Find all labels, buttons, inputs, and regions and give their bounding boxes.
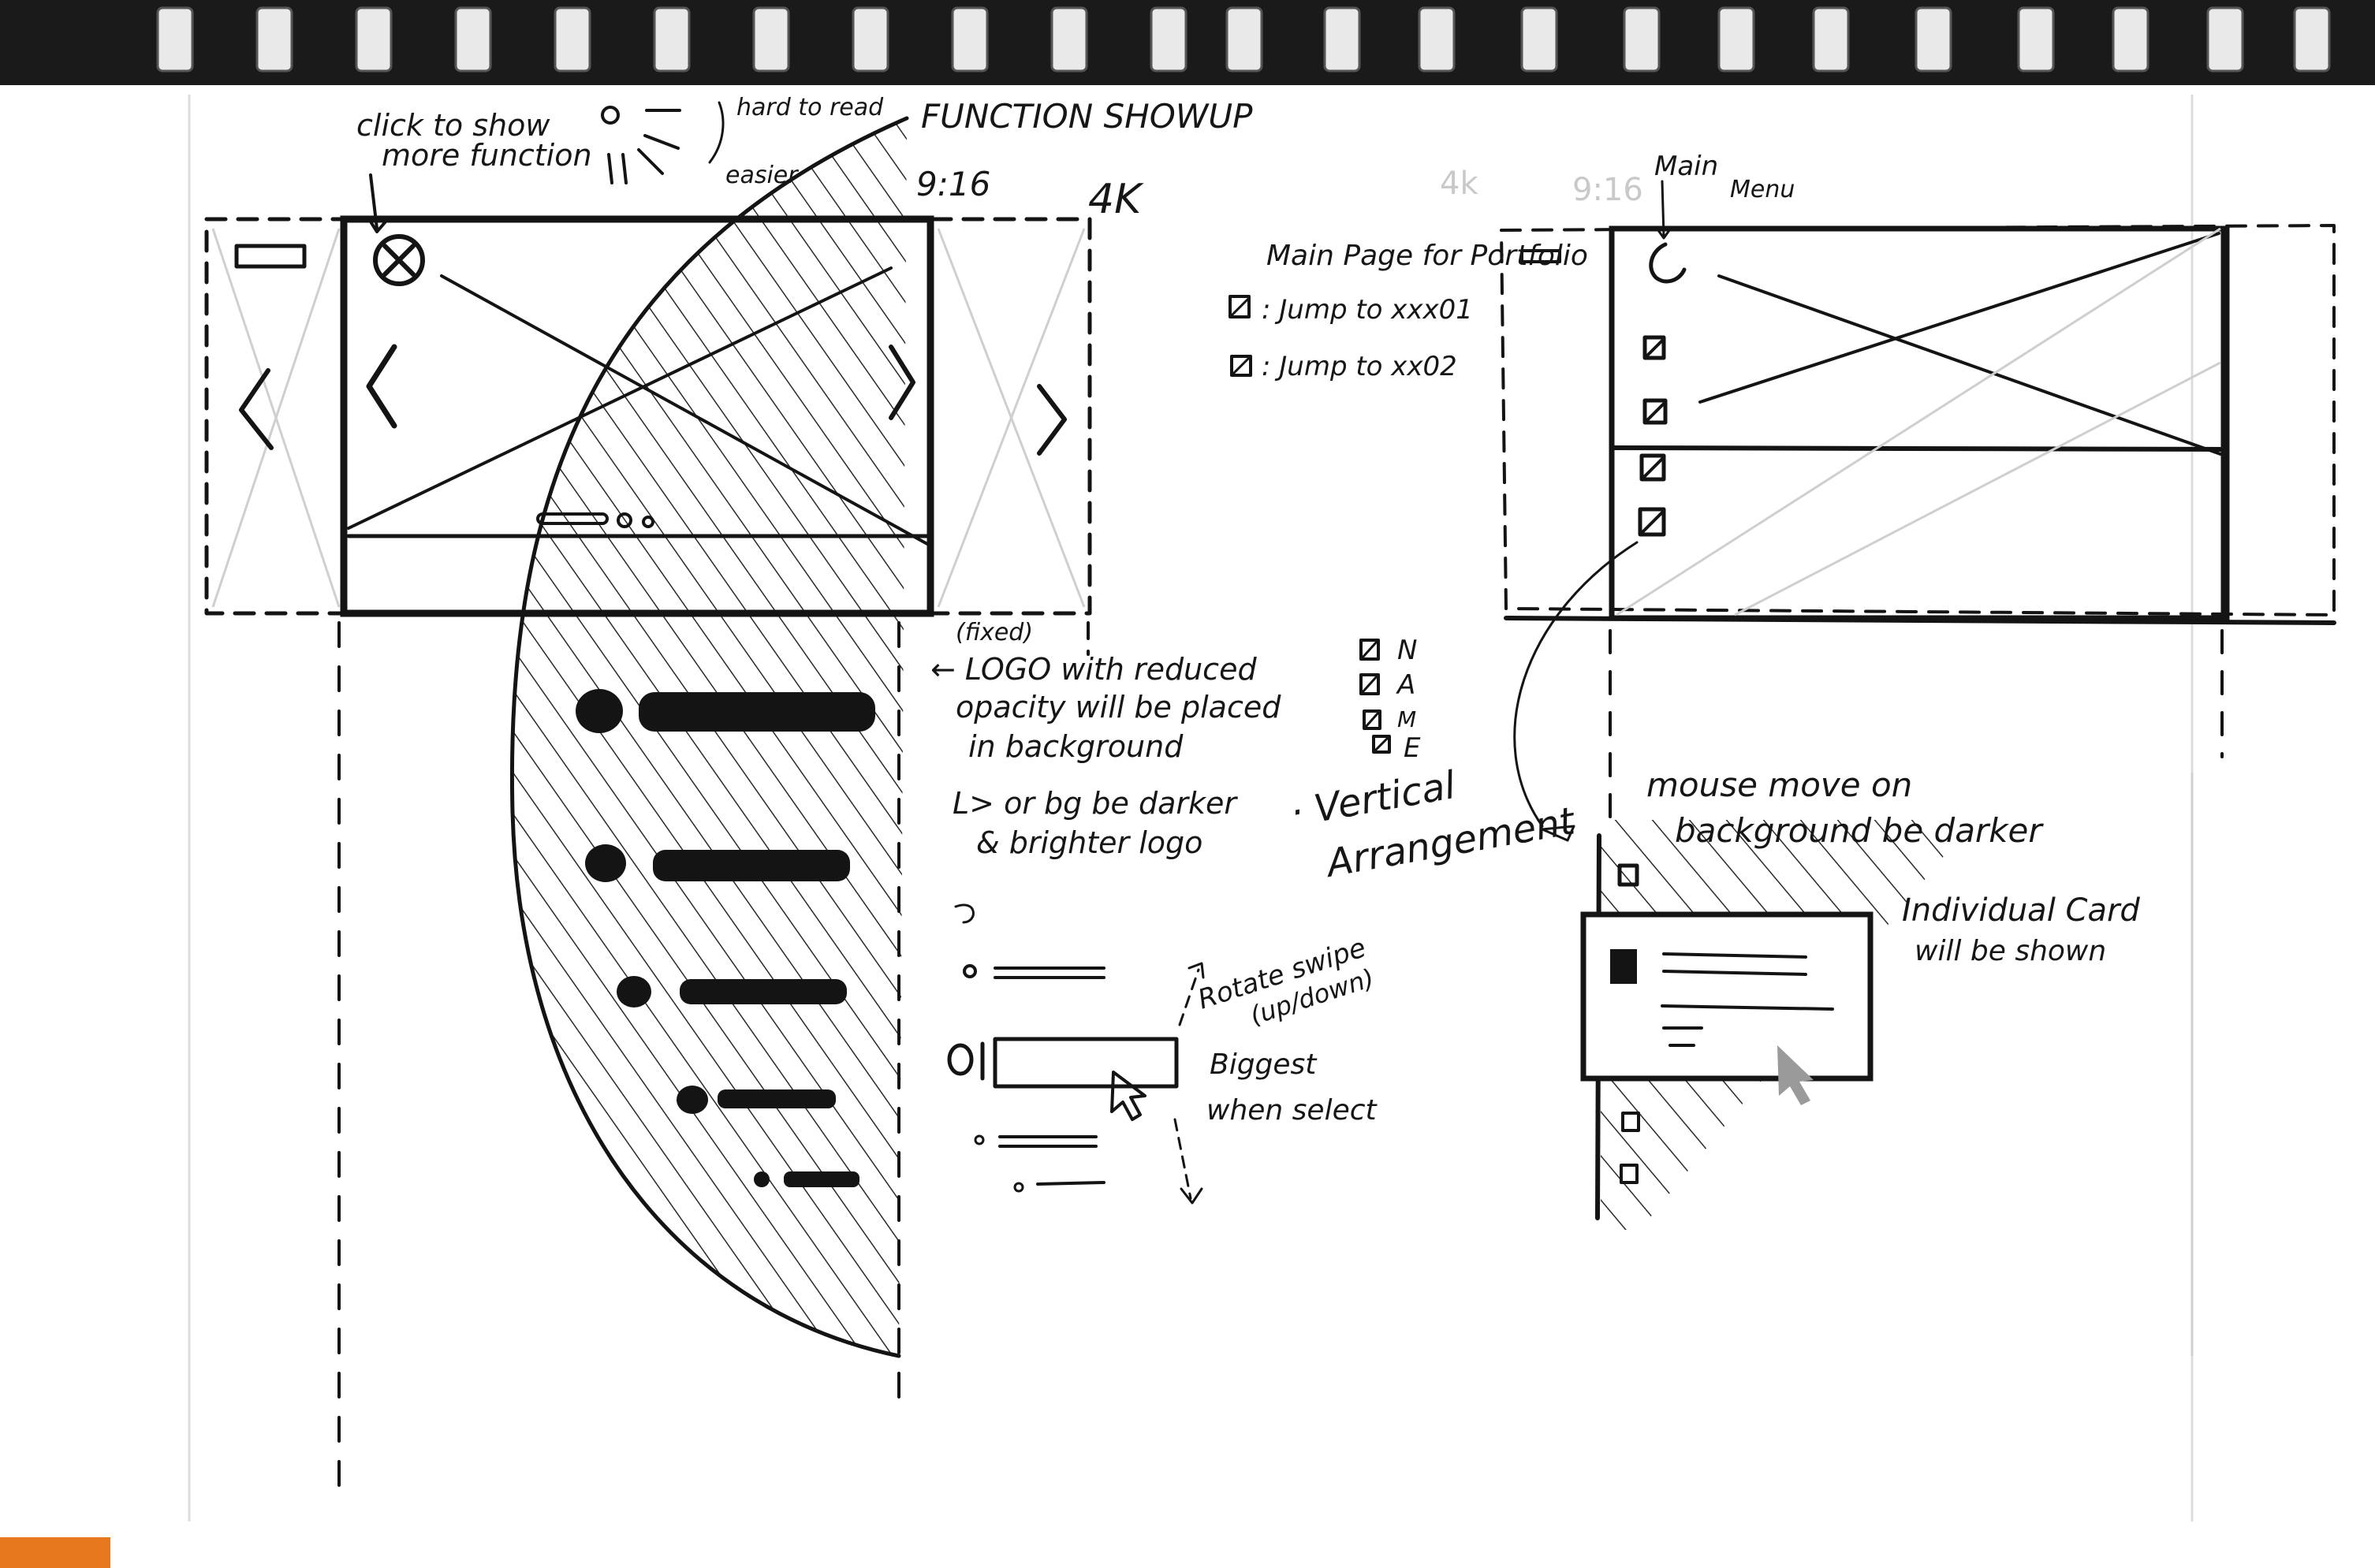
logo-note: ← LOGO with reduced <box>930 652 1257 687</box>
menu-item[interactable] <box>617 976 847 1007</box>
sidebar-checkboxes[interactable] <box>1638 335 1668 537</box>
main-page-title: Main Page for Portfolio <box>1266 240 1588 272</box>
logo-note: in background <box>968 729 1184 764</box>
menu-item[interactable] <box>677 1086 836 1114</box>
jump-item-label: : Jump to xx02 <box>1262 351 1457 382</box>
binder-spiral <box>0 0 2375 99</box>
ratio-label: 9:16 <box>1572 172 1643 208</box>
menu-item[interactable] <box>585 844 850 882</box>
logo-note: & brighter logo <box>976 825 1202 860</box>
name-letter: N <box>1397 635 1417 666</box>
pagination-dots[interactable] <box>536 512 654 528</box>
cursor-icon <box>1110 1071 1146 1121</box>
selected-item-box[interactable] <box>993 1037 1179 1089</box>
card-icon <box>1610 949 1637 984</box>
card-note: will be shown <box>1915 935 2106 967</box>
logo-note: (fixed) <box>956 619 1033 646</box>
resolution-label: 4K <box>1088 176 1144 223</box>
mouse-note: background be darker <box>1675 811 2044 850</box>
main-menu-icon[interactable] <box>1649 242 1687 284</box>
note-click: more function <box>382 138 592 173</box>
note-click: click to show <box>356 108 550 143</box>
ratio-label: 4k <box>1440 166 1478 202</box>
jump-item[interactable]: : Jump to xxx01 <box>1229 294 1473 326</box>
card-note: Individual Card <box>1902 892 2140 929</box>
swipe-list[interactable] <box>947 964 1179 1193</box>
note-hard-to-read: hard to read <box>736 94 884 121</box>
individual-card[interactable] <box>1580 911 1874 1082</box>
next-arrow-icon[interactable] <box>889 345 915 420</box>
ratio-label: 9:16 <box>916 165 990 203</box>
cursor-icon <box>1777 1045 1814 1105</box>
hamburger-icon[interactable] <box>1520 249 1561 263</box>
prev-arrow-icon[interactable] <box>366 344 397 429</box>
right-wireframe <box>1500 224 2336 1356</box>
logo-note: opacity will be placed <box>956 690 1281 724</box>
jump-item-label: : Jump to xxx01 <box>1262 294 1473 326</box>
name-letter: A <box>1396 669 1415 701</box>
biggest-note: Biggest <box>1210 1048 1318 1081</box>
hamburger-icon[interactable] <box>234 244 307 269</box>
main-menu-label: Main <box>1654 151 1718 182</box>
checkbox-icon[interactable] <box>1229 295 1251 318</box>
biggest-note: when select <box>1206 1094 1378 1127</box>
logo-note: L> or bg be darker <box>953 786 1238 821</box>
jump-item[interactable]: : Jump to xx02 <box>1230 351 1457 382</box>
mouse-note: mouse move on <box>1646 765 1912 804</box>
menu-item[interactable] <box>576 689 875 733</box>
menu-item[interactable] <box>754 1171 859 1187</box>
main-menu-label: Menu <box>1730 176 1795 203</box>
readability-sketch <box>601 101 725 184</box>
corner-orange <box>0 1537 110 1568</box>
name-checklist: N A M E <box>1359 635 1421 764</box>
outer-next-arrow-icon[interactable] <box>1037 384 1067 456</box>
name-letter: M <box>1397 706 1416 732</box>
name-letter: E <box>1404 732 1421 764</box>
outer-prev-arrow-icon[interactable] <box>239 368 274 450</box>
page-title: FUNCTION SHOWUP <box>921 97 1253 136</box>
right-annotations: Main Menu 4k 9:16 Main Page for Portfoli… <box>1229 151 2140 967</box>
checkbox-icon[interactable] <box>1230 355 1252 377</box>
close-icon[interactable] <box>373 234 425 286</box>
note-easier: easier <box>725 162 799 189</box>
